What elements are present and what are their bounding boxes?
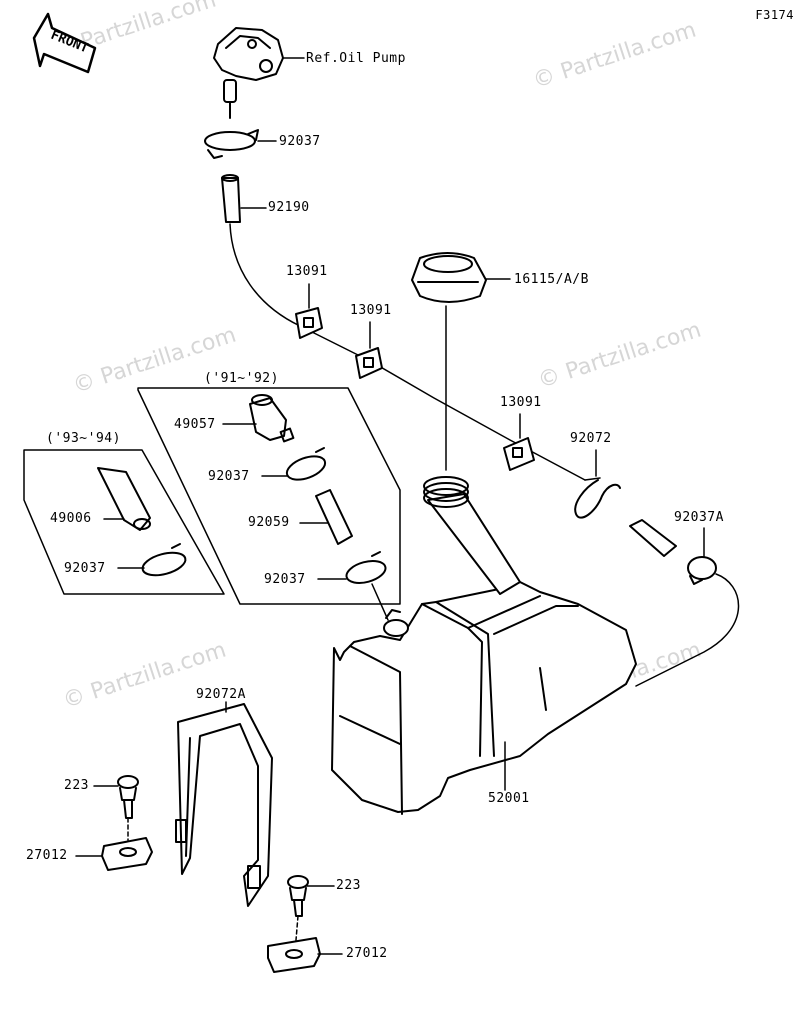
hose-92059 bbox=[315, 489, 353, 545]
callout-92037: 92037 bbox=[208, 469, 250, 484]
bolt-223 bbox=[287, 875, 309, 917]
clamp-92037 bbox=[204, 129, 259, 159]
callout-92072: 92072 bbox=[570, 431, 612, 446]
clamp-13091 bbox=[503, 437, 535, 471]
callout-223: 223 bbox=[336, 878, 361, 893]
clip-92072 bbox=[574, 479, 621, 519]
group-label-93-94: ('93~'94) bbox=[46, 431, 121, 446]
hose-92190 bbox=[221, 174, 241, 223]
clamp-13091 bbox=[355, 347, 383, 379]
return-hose bbox=[635, 573, 740, 687]
group-label-91-92: ('91~'92) bbox=[204, 371, 279, 386]
hose bbox=[629, 519, 677, 557]
strap-92072A bbox=[175, 703, 273, 907]
callout-92037: 92037 bbox=[264, 572, 306, 587]
clamp-92037A bbox=[687, 556, 717, 585]
oil-pump bbox=[213, 27, 284, 119]
clamp-13091 bbox=[295, 307, 323, 339]
callout-92037: 92037 bbox=[64, 561, 106, 576]
fitting-49006 bbox=[97, 467, 151, 531]
callout-ref-oil-pump: Ref.Oil Pump bbox=[306, 51, 406, 66]
callout-16115: 16115/A/B bbox=[514, 272, 589, 287]
callout-49057: 49057 bbox=[174, 417, 216, 432]
filter-49057 bbox=[249, 394, 295, 443]
clamp-92037 bbox=[141, 543, 187, 577]
callout-92190: 92190 bbox=[268, 200, 310, 215]
callout-13091: 13091 bbox=[286, 264, 328, 279]
callout-92037A: 92037A bbox=[674, 510, 724, 525]
callout-92072A: 92072A bbox=[196, 687, 246, 702]
callout-13091: 13091 bbox=[350, 303, 392, 318]
callout-92059: 92059 bbox=[248, 515, 290, 530]
clamp-92037 bbox=[285, 447, 327, 481]
group-box-91-92 bbox=[137, 387, 401, 605]
nut-27012 bbox=[267, 937, 321, 973]
tank-cap-16115 bbox=[411, 252, 487, 303]
callout-49006: 49006 bbox=[50, 511, 92, 526]
clamp-92037 bbox=[345, 551, 387, 584]
callout-13091: 13091 bbox=[500, 395, 542, 410]
front-arrow-icon: FRONT bbox=[32, 12, 97, 74]
figure-code: F3174 bbox=[755, 8, 794, 22]
group-box-93-94 bbox=[23, 449, 225, 595]
callout-223: 223 bbox=[64, 778, 89, 793]
callout-52001: 52001 bbox=[488, 791, 530, 806]
nut-27012 bbox=[101, 837, 153, 871]
callout-92037: 92037 bbox=[279, 134, 321, 149]
callout-27012: 27012 bbox=[346, 946, 388, 961]
callout-27012: 27012 bbox=[26, 848, 68, 863]
bolt-223 bbox=[117, 775, 139, 819]
oil-tank-52001 bbox=[331, 476, 637, 815]
